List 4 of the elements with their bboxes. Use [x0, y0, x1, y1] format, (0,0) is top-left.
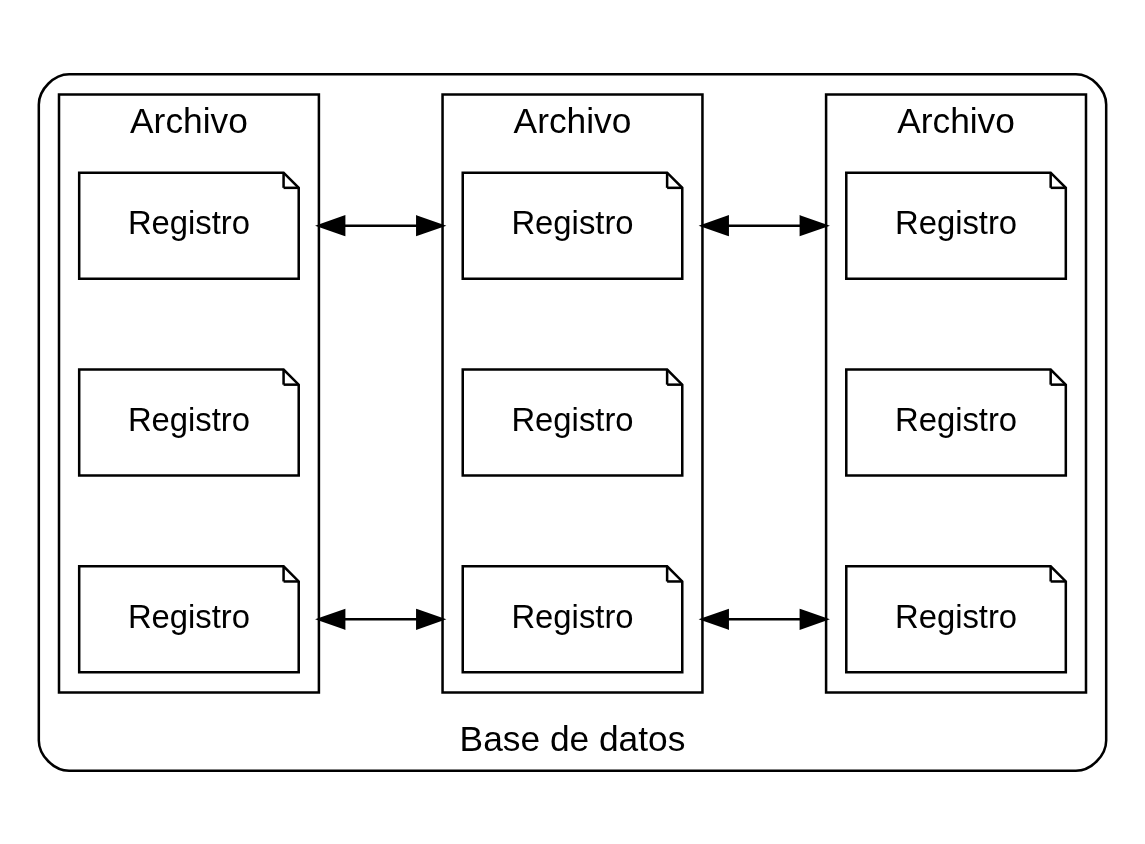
arrow	[315, 214, 447, 236]
arrow	[698, 608, 830, 630]
arrow	[698, 214, 830, 236]
arrow	[315, 608, 447, 630]
